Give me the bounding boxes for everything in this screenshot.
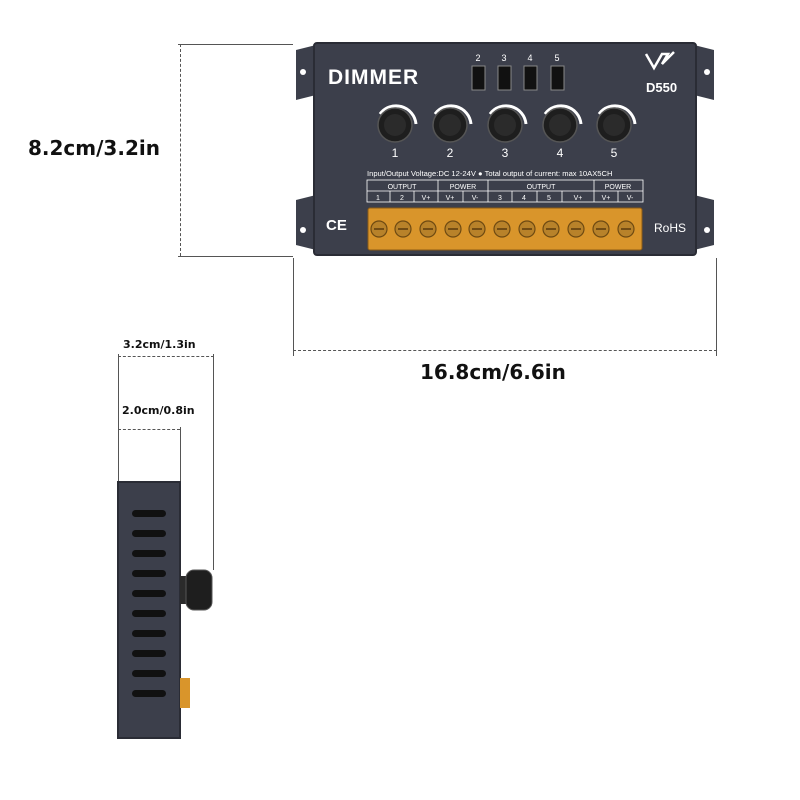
height-dim-top-line	[178, 44, 293, 45]
left-bottom-flange	[296, 195, 316, 250]
rohs-mark-icon: RoHS	[654, 221, 686, 235]
width-dim-right-line	[716, 258, 717, 356]
terminal-group-labels: OUTPUT POWER OUTPUT POWER	[388, 184, 632, 191]
vent-slots	[132, 510, 166, 697]
svg-text:5: 5	[611, 146, 618, 160]
mount-hole-icon	[704, 227, 710, 233]
side-knob[interactable]	[185, 569, 213, 611]
dimmer-side-view	[117, 481, 213, 739]
height-dimension-guide	[180, 44, 182, 256]
knob-2[interactable]	[432, 104, 473, 143]
svg-text:4: 4	[527, 53, 532, 63]
svg-text:2: 2	[475, 53, 480, 63]
side-depth-body-label: 2.0cm/0.8in	[122, 404, 195, 417]
svg-text:1: 1	[376, 195, 380, 202]
svg-text:3: 3	[501, 53, 506, 63]
side-depth-total-guide	[118, 356, 214, 358]
knob-3[interactable]	[487, 104, 528, 143]
svg-text:1: 1	[392, 146, 399, 160]
right-bottom-flange	[694, 195, 714, 250]
height-dimension-label: 8.2cm/3.2in	[28, 136, 160, 160]
svg-text:V-: V-	[472, 195, 479, 202]
brand-logo-icon	[644, 51, 675, 71]
svg-text:POWER: POWER	[605, 184, 631, 191]
svg-text:OUTPUT: OUTPUT	[527, 184, 557, 191]
device-title: DIMMER	[328, 66, 419, 89]
side-dim-left-line	[118, 354, 119, 482]
svg-text:POWER: POWER	[450, 184, 476, 191]
side-depth-body-guide	[118, 429, 180, 431]
left-top-flange	[296, 45, 316, 100]
knob-4[interactable]	[542, 104, 583, 143]
svg-text:V+: V+	[422, 195, 431, 202]
dip-switch-3[interactable]	[497, 65, 512, 91]
svg-text:V-: V-	[627, 195, 634, 202]
side-body-dim-line	[180, 427, 181, 483]
mount-hole-icon	[300, 227, 306, 233]
knob-5[interactable]	[596, 104, 637, 143]
svg-text:V+: V+	[446, 195, 455, 202]
terminal-label-table	[366, 179, 644, 203]
side-dim-right-line	[213, 354, 214, 570]
ce-mark-icon: CE	[326, 217, 347, 234]
dip-switch-2[interactable]	[471, 65, 486, 91]
svg-text:4: 4	[557, 146, 564, 160]
width-dimension-guide	[293, 350, 717, 352]
svg-text:2: 2	[447, 146, 454, 160]
model-number: D550	[646, 80, 677, 95]
dip-switch-group: 2 3 4 5	[475, 53, 559, 63]
width-dimension-label: 16.8cm/6.6in	[420, 360, 566, 384]
dimmer-front-view: DIMMER D550 2 3 4 5 1 2 3	[296, 42, 714, 256]
svg-text:3: 3	[498, 195, 502, 202]
terminal-screws	[370, 220, 635, 238]
svg-text:OUTPUT: OUTPUT	[388, 184, 418, 191]
svg-text:5: 5	[547, 195, 551, 202]
side-terminal-block	[180, 678, 190, 708]
knob-labels: 1 2 3 4 5	[392, 146, 618, 160]
svg-text:V+: V+	[602, 195, 611, 202]
mount-hole-icon	[300, 69, 306, 75]
knob-1[interactable]	[377, 104, 418, 143]
svg-text:4: 4	[522, 195, 526, 202]
svg-text:2: 2	[400, 195, 404, 202]
terminal-labels: 1 2 V+ V+ V- 3 4 5 V+ V+ V-	[376, 195, 634, 202]
height-dim-bottom-line	[178, 256, 293, 257]
width-dim-left-line	[293, 258, 294, 356]
side-depth-total-label: 3.2cm/1.3in	[123, 338, 196, 351]
mount-hole-icon	[704, 69, 710, 75]
svg-text:V+: V+	[574, 195, 583, 202]
right-top-flange	[694, 45, 714, 100]
svg-text:3: 3	[502, 146, 509, 160]
dip-switch-4[interactable]	[523, 65, 538, 91]
knob-shaft	[180, 576, 188, 604]
spec-line: Input/Output Voltage:DC 12-24V ● Total o…	[367, 169, 612, 178]
dip-switch-5[interactable]	[550, 65, 565, 91]
svg-text:5: 5	[554, 53, 559, 63]
